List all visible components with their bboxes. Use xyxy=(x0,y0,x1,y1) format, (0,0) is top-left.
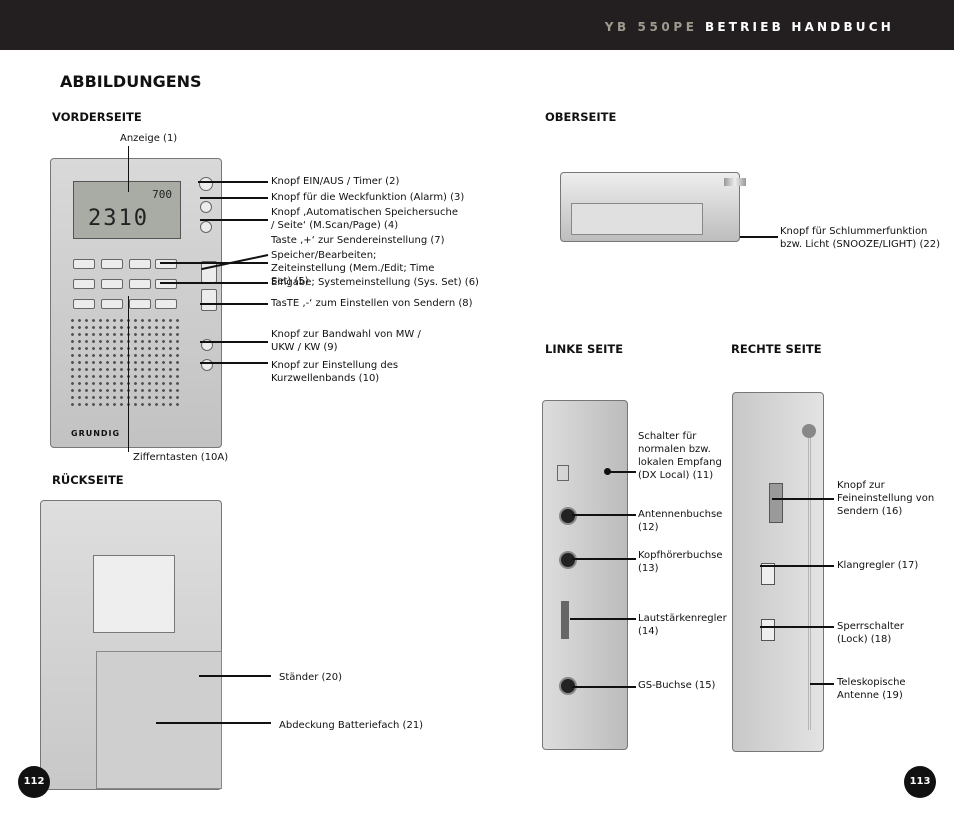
label-tone: Klangregler (17) xyxy=(837,560,919,571)
header-subtitle: BETRIEB HANDBUCH xyxy=(704,20,894,34)
header-model: YB 550PE xyxy=(604,20,698,34)
leader-line xyxy=(128,146,129,192)
label-shortwave: Knopf zur Einstellung des Kurzwellenband… xyxy=(271,360,399,384)
antenna-jack xyxy=(559,507,577,525)
leader-line xyxy=(200,219,268,221)
section-right: RECHTE SEITE xyxy=(731,342,822,356)
label-volume: Lautstärkenregler (14) xyxy=(638,613,727,637)
stand-panel xyxy=(96,651,222,789)
section-top: OBERSEITE xyxy=(545,110,617,124)
telescopic-antenna xyxy=(808,430,811,730)
leader-line xyxy=(160,262,268,264)
leader-line xyxy=(572,558,636,560)
keypad-key xyxy=(101,299,123,309)
label-fine: Knopf zur Feineinstellung von Sendern (1… xyxy=(837,480,935,517)
label-band: Knopf zur Bandwahl von MW / UKW / KW (9) xyxy=(271,329,421,353)
scan-button xyxy=(200,221,212,233)
label-stand: Ständer (20) xyxy=(279,672,343,683)
label-memory: Speicher/Bearbeiten; Zeiteinstellung (Me… xyxy=(271,250,435,287)
page-number-right: 113 xyxy=(904,766,936,798)
lock-switch xyxy=(761,619,775,641)
radio-top-image xyxy=(560,172,740,242)
dx-switch xyxy=(557,465,569,481)
minus-key xyxy=(201,289,217,311)
section-front: VORDERSEITE xyxy=(52,110,142,124)
rating-label xyxy=(93,555,175,633)
volume-wheel xyxy=(561,601,569,639)
fine-tuning-wheel xyxy=(769,483,783,523)
label-scan: Knopf ‚Automatischen Speichersuche / Sei… xyxy=(271,207,459,231)
memory-key xyxy=(155,259,177,269)
leader-line xyxy=(198,181,268,183)
label-on-off: Knopf EIN/AUS / Timer (2) xyxy=(271,176,400,187)
leader-line xyxy=(810,683,834,685)
label-snooze: Knopf für Schlummerfunktion bzw. Licht (… xyxy=(780,226,941,250)
radio-left-image xyxy=(542,400,628,750)
keypad-key xyxy=(73,259,95,269)
label-lock: Sperrschalter (Lock) (18) xyxy=(837,621,905,645)
leader-line xyxy=(608,471,636,473)
keypad-key xyxy=(73,299,95,309)
label-antenna-jack: Antennenbuchse (12) xyxy=(638,509,723,533)
lcd-digits: 2310 xyxy=(88,206,149,231)
leader-line xyxy=(772,498,834,500)
leader-line xyxy=(200,197,268,199)
keypad-key xyxy=(129,259,151,269)
power-button xyxy=(199,177,213,191)
page-title: ABBILDUNGENS xyxy=(60,72,202,91)
tone-switch xyxy=(761,563,775,585)
label-dc: GS-Buchse (15) xyxy=(638,680,716,691)
radio-front-image: 700 2310 GRUNDIG xyxy=(50,158,222,448)
section-back: RÜCKSEITE xyxy=(52,473,124,487)
alarm-button xyxy=(200,201,212,213)
leader-line xyxy=(570,618,636,620)
section-left: LINKE SEITE xyxy=(545,342,624,356)
leader-line xyxy=(156,722,271,724)
enter-key xyxy=(155,279,177,289)
leader-line xyxy=(760,565,834,567)
leader-line xyxy=(200,362,268,364)
label-keypad: Zifferntasten (10A) xyxy=(133,452,229,463)
label-alarm: Knopf für die Weckfunktion (Alarm) (3) xyxy=(271,192,465,203)
leader-dot xyxy=(604,468,611,475)
label-dx: Schalter für normalen bzw. lokalen Empfa… xyxy=(638,431,722,481)
label-minus: TasTE ‚-‘ zum Einstellen von Sendern (8) xyxy=(271,298,473,309)
antenna-tip xyxy=(724,178,746,186)
lcd-display: 700 2310 xyxy=(73,181,181,239)
page-number-left: 112 xyxy=(18,766,50,798)
leader-line xyxy=(572,686,636,688)
leader-line xyxy=(200,303,268,305)
radio-back-image xyxy=(40,500,222,790)
label-headphone: Kopfhörerbuchse (13) xyxy=(638,550,723,574)
leader-line xyxy=(160,282,268,284)
keypad-key xyxy=(101,259,123,269)
leader-line xyxy=(760,626,834,628)
antenna-knob xyxy=(802,424,816,438)
speaker-grille xyxy=(69,317,179,409)
shortwave-button xyxy=(201,359,213,371)
brand-logo: GRUNDIG xyxy=(71,429,121,438)
keypad-key xyxy=(73,279,95,289)
keypad-key xyxy=(155,299,177,309)
keypad-key xyxy=(101,279,123,289)
label-telescopic: Teleskopische Antenne (19) xyxy=(837,677,906,701)
header-title: YB 550PE BETRIEB HANDBUCH xyxy=(605,20,894,34)
leader-line xyxy=(199,675,271,677)
light-button xyxy=(571,203,703,235)
leader-line xyxy=(572,514,636,516)
leader-line xyxy=(200,341,268,343)
label-battery: Abdeckung Batteriefach (21) xyxy=(279,720,424,731)
lcd-small-digits: 700 xyxy=(152,188,172,201)
keypad-key xyxy=(129,299,151,309)
label-enter: Eingabe; Systemeinstellung (Sys. Set) (6… xyxy=(271,277,479,288)
label-display: Anzeige (1) xyxy=(120,133,178,144)
leader-line xyxy=(128,296,129,452)
header-bar: YB 550PE BETRIEB HANDBUCH xyxy=(0,0,954,50)
keypad-key xyxy=(129,279,151,289)
leader-line xyxy=(740,236,778,238)
label-plus: Taste ‚+‘ zur Sendereinstellung (7) xyxy=(271,235,445,246)
headphone-jack xyxy=(559,551,577,569)
